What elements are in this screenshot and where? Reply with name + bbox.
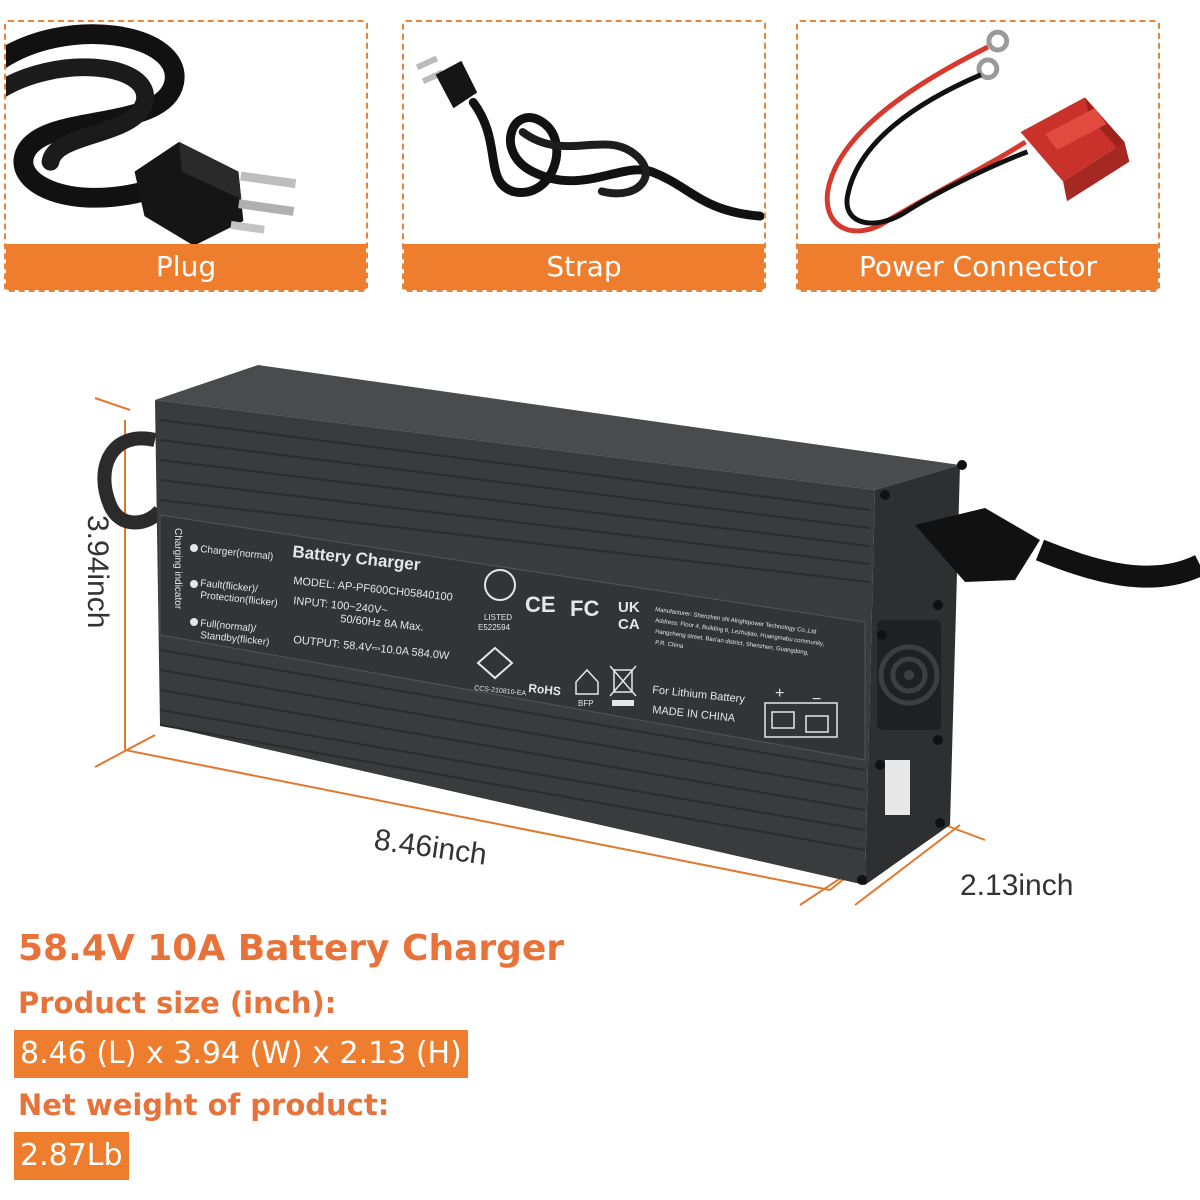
ukca-mark-top: UK bbox=[618, 599, 640, 616]
fan-grille bbox=[877, 620, 941, 730]
heatsink-fins bbox=[159, 419, 871, 851]
charger-illustration: 3.94inch 8.46inch 2.13inch bbox=[81, 365, 1200, 906]
height-dimension: 2.13inch bbox=[960, 869, 1073, 902]
fc-mark: FC bbox=[570, 596, 599, 621]
connector-diagram-icon bbox=[764, 702, 838, 738]
accessory-label: Power Connector bbox=[798, 244, 1158, 290]
screws bbox=[857, 460, 967, 885]
cable-icon bbox=[415, 55, 764, 221]
weee-bar bbox=[612, 700, 634, 706]
product-title: 58.4V 10A Battery Charger bbox=[18, 928, 565, 969]
minus-terminal: − bbox=[812, 691, 821, 708]
manufacturer-line-4: P.R. China bbox=[655, 640, 684, 650]
charger-top-face bbox=[155, 365, 960, 490]
plug-icon bbox=[6, 24, 297, 246]
weee-bin-icon bbox=[609, 665, 637, 697]
ul-listed: LISTED bbox=[484, 613, 512, 622]
indicator-title: Charging indicator bbox=[172, 528, 183, 610]
ul-number: E522594 bbox=[478, 623, 511, 632]
bfp-mark: BFP bbox=[578, 699, 594, 708]
qr-sticker bbox=[885, 760, 910, 815]
ul-mark-icon bbox=[484, 569, 516, 601]
ce-mark: CE bbox=[525, 592, 556, 617]
weight-value: 2.87Lb bbox=[14, 1132, 129, 1180]
rohs-mark: RoHS bbox=[528, 681, 562, 698]
size-label: Product size (inch): bbox=[18, 986, 337, 1020]
size-value: 8.46 (L) x 3.94 (W) x 2.13 (H) bbox=[14, 1030, 468, 1078]
indicator-led bbox=[190, 580, 198, 588]
weight-label: Net weight of product: bbox=[18, 1088, 390, 1122]
charger-label-panel bbox=[159, 514, 866, 761]
accessory-card-strap: Strap bbox=[402, 20, 766, 292]
input-cable bbox=[97, 431, 166, 530]
accessory-card-connector: Power Connector bbox=[796, 20, 1160, 292]
output-cable bbox=[1035, 539, 1200, 588]
bfp-house-icon bbox=[575, 668, 599, 695]
output-strain-relief bbox=[915, 508, 1040, 582]
rcm-mark-icon bbox=[476, 646, 514, 680]
plus-terminal: + bbox=[775, 685, 784, 702]
width-dimension: 3.94inch bbox=[81, 515, 114, 628]
connector-icon bbox=[824, 29, 1130, 234]
indicator-led bbox=[190, 544, 198, 552]
accessory-label: Strap bbox=[404, 244, 764, 290]
accessory-card-plug: Plug bbox=[4, 20, 368, 292]
ukca-mark-bottom: CA bbox=[618, 616, 640, 633]
accessory-label: Plug bbox=[6, 244, 366, 290]
indicator-led bbox=[190, 618, 198, 626]
length-dimension: 8.46inch bbox=[372, 823, 489, 871]
